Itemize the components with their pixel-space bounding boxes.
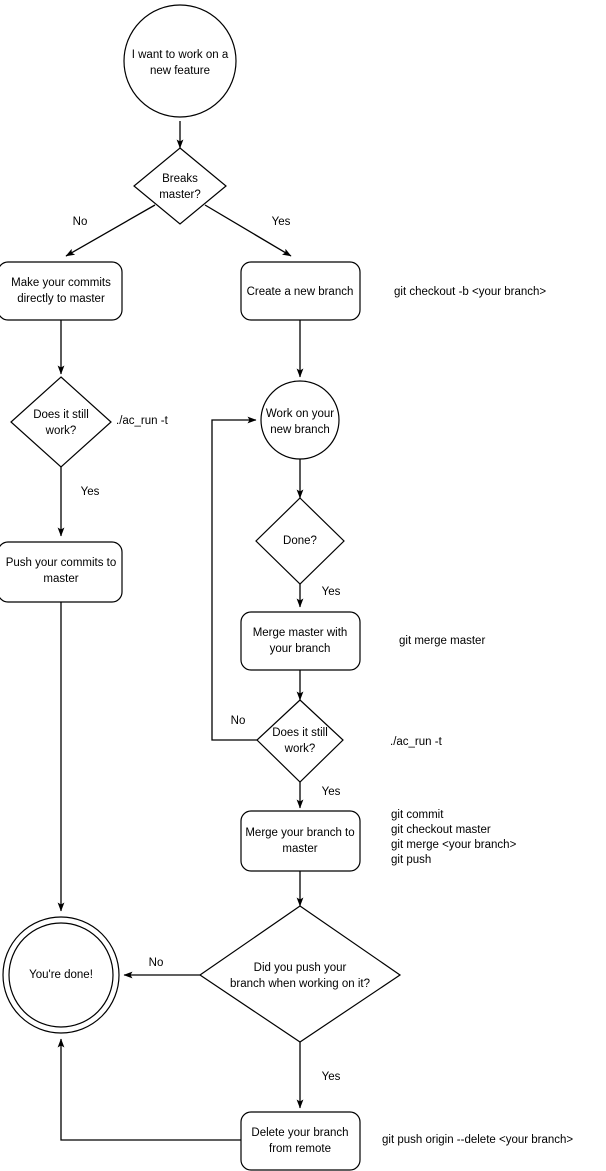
node-merge-branch-label-line2: master bbox=[282, 843, 317, 855]
edge-delete-branch-to-youre-done bbox=[57, 1038, 241, 1141]
node-create-branch-label: Create a new branch bbox=[247, 286, 354, 298]
edge-breaks-no-to-make-commits bbox=[65, 204, 156, 257]
node-done-question-label: Done? bbox=[283, 535, 317, 547]
node-make-commits[interactable] bbox=[0, 261, 123, 321]
node-merge-master-label-line1: Merge master with bbox=[253, 627, 348, 639]
node-merge-master[interactable] bbox=[240, 611, 361, 671]
annotation-merge-branch-cmd-line4: git push bbox=[391, 854, 431, 866]
node-did-push-label-line2: branch when working on it? bbox=[230, 978, 370, 990]
edge-label-did-push-yes: Yes bbox=[322, 1071, 341, 1083]
node-still-work-right-label-line1: Does it still bbox=[272, 727, 328, 739]
node-merge-master-label-line2: your branch bbox=[270, 643, 331, 655]
edge-label-did-push-no: No bbox=[149, 957, 164, 969]
node-breaks-master[interactable] bbox=[133, 147, 227, 225]
annotation-merge-branch-cmd-line2: git checkout master bbox=[391, 824, 491, 836]
node-done-question[interactable] bbox=[255, 497, 345, 585]
annotation-merge-branch-cmd-line1: git commit bbox=[391, 809, 444, 821]
node-still-work-left-label-line2: work? bbox=[45, 425, 77, 437]
node-still-work-right-label-line2: work? bbox=[284, 743, 316, 755]
node-did-push[interactable] bbox=[198, 905, 402, 1043]
annotation-ac-run-right: ./ac_run -t bbox=[390, 736, 443, 748]
node-still-work-left[interactable] bbox=[10, 376, 112, 468]
node-delete-branch[interactable] bbox=[240, 1111, 361, 1171]
node-work-on-branch-label-line2: new branch bbox=[270, 424, 329, 436]
annotation-delete-branch-cmd: git push origin --delete <your branch> bbox=[382, 1134, 573, 1146]
node-still-work-right[interactable] bbox=[256, 699, 344, 783]
edge-label-still-work-right-yes: Yes bbox=[322, 786, 341, 798]
node-make-commits-label-line2: directly to master bbox=[17, 293, 105, 305]
node-start-label-line1: I want to work on a bbox=[132, 49, 229, 61]
node-start-label-line2: new feature bbox=[150, 65, 210, 77]
node-make-commits-label-line1: Make your commits bbox=[11, 277, 111, 289]
node-create-branch[interactable] bbox=[240, 261, 361, 321]
node-work-on-branch-label-line1: Work on your bbox=[266, 408, 334, 420]
edge-label-still-work-left-yes: Yes bbox=[81, 486, 100, 498]
node-start[interactable] bbox=[123, 4, 237, 118]
annotation-ac-run-left: ./ac_run -t bbox=[116, 415, 169, 427]
node-push-commits-label-line1: Push your commits to bbox=[6, 557, 117, 569]
node-work-on-branch[interactable] bbox=[260, 380, 340, 460]
edge-still-work-right-no-loopback bbox=[211, 416, 257, 741]
node-youre-done-label: You're done! bbox=[29, 969, 93, 981]
node-still-work-left-label-line1: Does it still bbox=[33, 409, 89, 421]
node-youre-done-inner-ring[interactable] bbox=[8, 922, 114, 1028]
node-breaks-master-label-line2: master? bbox=[159, 189, 201, 201]
edge-breaks-yes-to-create-branch bbox=[204, 204, 292, 257]
edge-label-breaks-yes: Yes bbox=[272, 216, 291, 228]
annotation-create-branch-cmd: git checkout -b <your branch> bbox=[394, 286, 546, 298]
node-delete-branch-label-line1: Delete your branch bbox=[251, 1127, 348, 1139]
edge-label-breaks-no: No bbox=[73, 216, 88, 228]
node-push-commits-label-line2: master bbox=[43, 573, 78, 585]
edge-label-still-work-right-no: No bbox=[231, 715, 246, 727]
edge-label-done-yes: Yes bbox=[322, 586, 341, 598]
annotation-merge-master-cmd: git merge master bbox=[399, 635, 485, 647]
node-did-push-label-line1: Did you push your bbox=[254, 962, 347, 974]
annotation-merge-branch-cmd-line3: git merge <your branch> bbox=[391, 839, 517, 851]
node-push-commits[interactable] bbox=[0, 541, 123, 603]
node-merge-branch[interactable] bbox=[240, 810, 361, 872]
node-merge-branch-label-line1: Merge your branch to bbox=[245, 827, 354, 839]
node-breaks-master-label-line1: Breaks bbox=[162, 173, 198, 185]
node-delete-branch-label-line2: from remote bbox=[269, 1143, 331, 1155]
